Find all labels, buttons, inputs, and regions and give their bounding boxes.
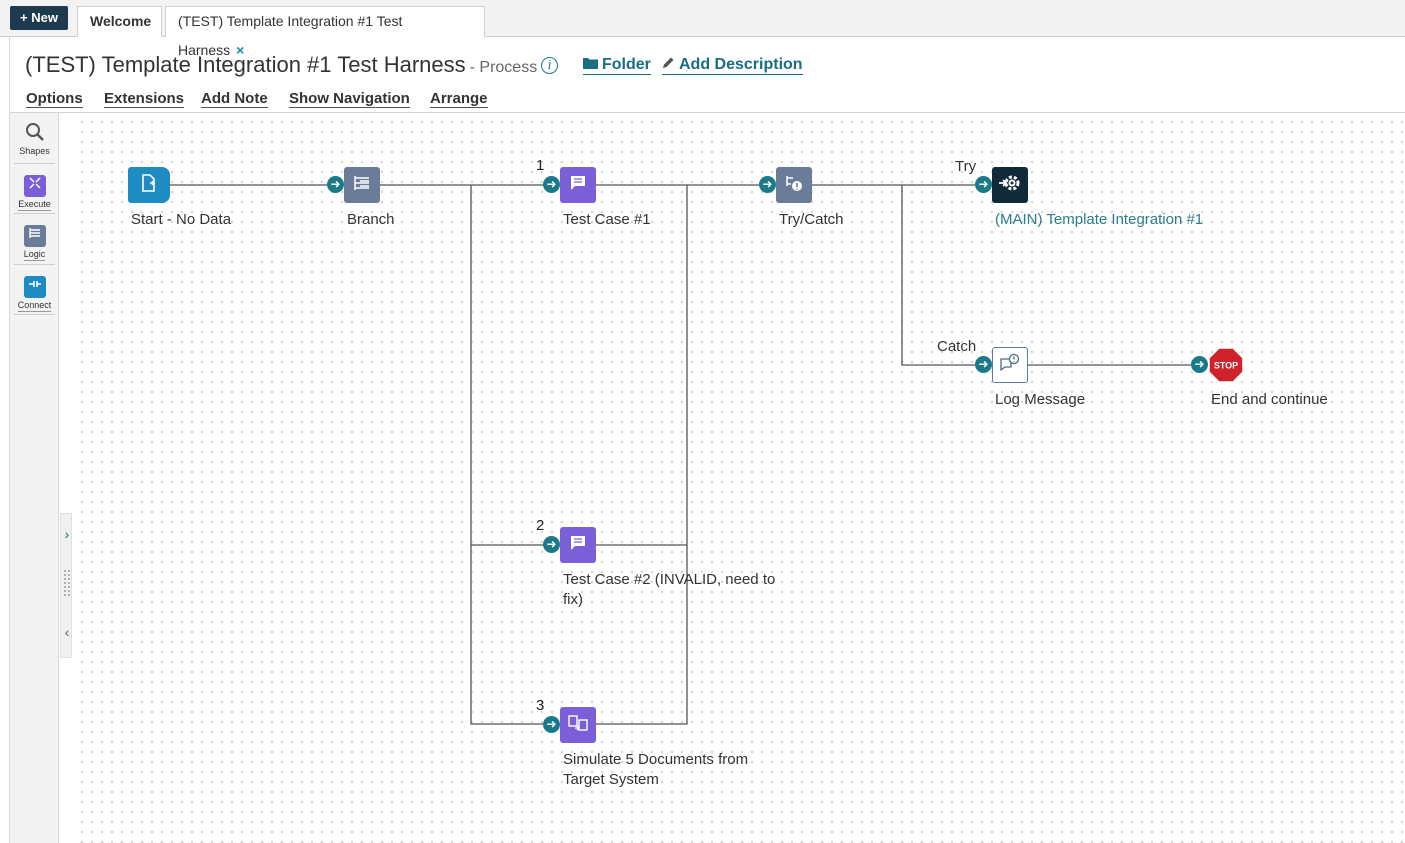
document-icon bbox=[139, 173, 159, 198]
tab-welcome-label: Welcome bbox=[90, 13, 152, 29]
palette-connect-label: Connect bbox=[17, 300, 52, 312]
page-title: (TEST) Template Integration #1 Test Harn… bbox=[25, 52, 559, 78]
palette-execute[interactable]: Execute bbox=[10, 175, 59, 211]
branch-label: Branch bbox=[347, 211, 395, 228]
main-process-shape[interactable] bbox=[992, 167, 1028, 203]
catch-path-label: Catch bbox=[937, 338, 977, 355]
test-case-2-shape[interactable] bbox=[560, 527, 596, 563]
info-icon[interactable]: i bbox=[541, 57, 559, 74]
shape-palette: Shapes Execute Logic Connect bbox=[10, 113, 59, 843]
menu-options[interactable]: Options bbox=[26, 90, 83, 108]
folder-link[interactable]: Folder bbox=[583, 55, 651, 75]
header-divider bbox=[10, 112, 1405, 113]
start-shape[interactable] bbox=[128, 167, 170, 203]
branch-input-port[interactable]: ➜ bbox=[327, 176, 344, 193]
test-case-1-label: Test Case #1 bbox=[563, 211, 651, 228]
resize-grip[interactable] bbox=[63, 569, 71, 597]
palette-divider bbox=[14, 314, 55, 315]
palette-execute-label: Execute bbox=[18, 199, 51, 211]
add-description-link[interactable]: Add Description bbox=[662, 55, 803, 75]
pencil-icon bbox=[662, 55, 675, 73]
log-message-input-port[interactable]: ➜ bbox=[975, 356, 992, 373]
tab-test-harness[interactable]: (TEST) Template Integration #1 Test Harn… bbox=[165, 6, 485, 58]
chat-icon bbox=[569, 174, 587, 197]
folder-link-label: Folder bbox=[602, 56, 651, 73]
tab-test-harness-label: (TEST) Template Integration #1 Test Harn… bbox=[178, 13, 403, 58]
branch-number-1: 1 bbox=[536, 157, 545, 174]
search-icon bbox=[24, 122, 46, 144]
tab-welcome[interactable]: Welcome bbox=[77, 6, 162, 37]
component-type: - Process bbox=[469, 59, 538, 76]
start-label: Start - No Data bbox=[131, 211, 232, 228]
try-path-label: Try bbox=[955, 158, 977, 175]
logic-icon bbox=[23, 225, 46, 247]
main-process-label[interactable]: (MAIN) Template Integration #1 bbox=[995, 211, 1204, 228]
palette-connect[interactable]: Connect bbox=[10, 276, 59, 312]
branch-shape[interactable] bbox=[344, 167, 380, 203]
try-catch-shape[interactable] bbox=[776, 167, 812, 203]
palette-shapes[interactable]: Shapes bbox=[10, 122, 59, 156]
palette-divider bbox=[14, 264, 55, 265]
log-message-label: Log Message bbox=[995, 391, 1086, 408]
execute-icon bbox=[23, 175, 46, 197]
menu-extensions[interactable]: Extensions bbox=[104, 90, 185, 108]
stop-label: End and continue bbox=[1211, 391, 1328, 408]
test-case-2-label: Test Case #2 (INVALID, need to fix) bbox=[563, 571, 776, 608]
test-case-1-shape[interactable] bbox=[560, 167, 596, 203]
simulate-shape[interactable] bbox=[560, 707, 596, 743]
palette-logic[interactable]: Logic bbox=[10, 225, 59, 261]
palette-shapes-label: Shapes bbox=[19, 146, 50, 156]
palette-logic-label: Logic bbox=[23, 249, 46, 261]
chevron-left-icon[interactable]: ‹ bbox=[64, 624, 70, 640]
stop-sign-icon: STOP bbox=[1208, 347, 1244, 383]
branch-number-3: 3 bbox=[536, 697, 545, 714]
close-tab-icon[interactable]: × bbox=[236, 42, 245, 58]
process-title: (TEST) Template Integration #1 Test Harn… bbox=[25, 52, 466, 77]
folder-icon bbox=[583, 55, 598, 73]
main-process-input-port[interactable]: ➜ bbox=[975, 176, 992, 193]
gear-icon bbox=[998, 172, 1022, 199]
branch-number-2: 2 bbox=[536, 517, 545, 534]
stop-shape[interactable]: STOP bbox=[1208, 347, 1244, 383]
test-case-1-input-port[interactable]: ➜ bbox=[543, 176, 560, 193]
log-message-shape[interactable] bbox=[992, 347, 1028, 383]
simulate-label: Simulate 5 Documents from Target System bbox=[563, 751, 749, 788]
message-alert-icon bbox=[999, 353, 1021, 378]
top-tab-bar: + New Welcome (TEST) Template Integratio… bbox=[0, 0, 1405, 58]
branch-icon bbox=[352, 174, 372, 197]
try-catch-icon bbox=[784, 173, 804, 198]
stop-badge: STOP bbox=[1214, 361, 1238, 371]
process-canvas[interactable]: Start - No Data ➜ Branch 1 2 3 ➜ Test Ca… bbox=[73, 113, 1405, 843]
connect-icon bbox=[23, 276, 46, 298]
content-frame bbox=[9, 37, 1405, 843]
connector-lines bbox=[170, 184, 1191, 725]
test-case-2-input-port[interactable]: ➜ bbox=[543, 536, 560, 553]
try-catch-label: Try/Catch bbox=[779, 211, 844, 228]
menu-arrange[interactable]: Arrange bbox=[430, 90, 488, 108]
menu-show-navigation[interactable]: Show Navigation bbox=[289, 90, 410, 108]
menu-add-note[interactable]: Add Note bbox=[201, 90, 268, 108]
chat-icon bbox=[569, 534, 587, 557]
try-catch-input-port[interactable]: ➜ bbox=[759, 176, 776, 193]
palette-divider bbox=[14, 213, 55, 214]
panel-collapse-strip: › ‹ bbox=[60, 513, 72, 658]
documents-icon bbox=[567, 714, 589, 737]
chevron-right-icon[interactable]: › bbox=[64, 526, 70, 542]
add-description-label: Add Description bbox=[679, 56, 803, 73]
new-button[interactable]: + New bbox=[10, 6, 68, 30]
palette-divider bbox=[14, 163, 55, 164]
simulate-input-port[interactable]: ➜ bbox=[543, 716, 560, 733]
stop-input-port[interactable]: ➜ bbox=[1191, 356, 1208, 373]
